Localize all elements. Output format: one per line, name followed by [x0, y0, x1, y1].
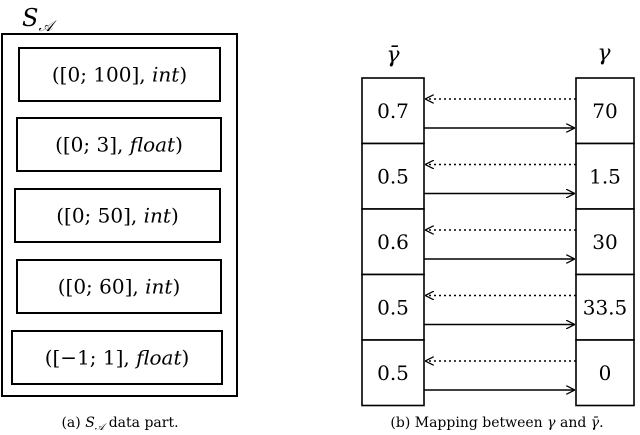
domain-close: ): [175, 133, 183, 157]
domain-close: ): [172, 275, 180, 299]
domain-type: int: [145, 275, 173, 299]
gamma-bar-cell: [361, 273, 425, 341]
domain-type: float: [128, 133, 176, 157]
gamma-value: 0: [599, 361, 612, 385]
gamma-cell: [575, 339, 635, 407]
domain-box: [18, 47, 221, 102]
caption-a-symbol: S: [85, 415, 95, 431]
search-space-panel: S𝒜 ([0; 100], int)([0; 3], float)([0; 50…: [1, 4, 238, 397]
gamma-header: γ: [597, 41, 611, 66]
gamma-bar-value: 0.5: [377, 164, 409, 188]
domain-range: ([−1; 1],: [45, 346, 136, 370]
domain-box: [16, 259, 222, 314]
gamma-column: 70 1.5 30 33.5 0: [575, 77, 635, 407]
panel-title: S𝒜: [22, 4, 57, 35]
domain-label: ([−1; 1], float): [45, 346, 190, 370]
gamma-value: 1.5: [589, 164, 621, 188]
domain-close: ): [179, 63, 187, 87]
domain-close: ): [181, 346, 189, 370]
domain-range: ([0; 3],: [55, 133, 130, 157]
caption-a-subscript: 𝒜: [95, 422, 108, 433]
domain-type: int: [144, 204, 172, 228]
gamma-bar-value: 0.6: [377, 230, 409, 254]
domain-label: ([0; 50], int): [56, 204, 179, 228]
gamma-value: 70: [592, 99, 617, 123]
gamma-cell: [575, 77, 635, 145]
domain-box: [16, 117, 222, 172]
caption-a-suffix: data part.: [104, 415, 178, 431]
gamma-bar-value: 0.5: [377, 361, 409, 385]
gamma-bar-value: 0.5: [377, 295, 409, 319]
caption-a-prefix: (a): [61, 415, 85, 431]
gamma-bar-value: 0.7: [377, 99, 409, 123]
gamma-bar-cell: [361, 339, 425, 407]
domain-range: ([0; 50],: [56, 204, 143, 228]
caption-b-mid: and: [556, 415, 591, 431]
domain-range: ([0; 100],: [52, 63, 152, 87]
domain-type: int: [152, 63, 180, 87]
caption-b: (b) Mapping between γ and γ̄.: [390, 415, 603, 431]
domain-list: ([0; 100], int)([0; 3], float)([0; 50], …: [11, 47, 223, 385]
gamma-bar-column: 0.7 0.5 0.6 0.5 0.5: [361, 77, 425, 407]
domain-box: [11, 330, 223, 385]
domain-close: ): [171, 204, 179, 228]
gamma-bar-cell: [361, 142, 425, 210]
domain-label: ([0; 60], int): [58, 275, 181, 299]
caption-b-suffix: .: [599, 415, 603, 431]
domain-label: ([0; 100], int): [52, 63, 187, 87]
domain-range: ([0; 60],: [58, 275, 145, 299]
mapping-panel: γ̄ γ 0.7 0.5 0.6 0.5 0.5 70 1.5 30 33.5 0: [361, 41, 635, 407]
caption-b-gamma: γ: [547, 415, 556, 431]
title-main: S: [22, 4, 38, 32]
caption-b-prefix: (b) Mapping between: [390, 415, 547, 431]
caption-b-gamma-bar: γ̄: [591, 415, 600, 431]
mapping-arrows: [424, 99, 576, 390]
gamma-bar-header: γ̄: [386, 43, 400, 68]
gamma-value: 33.5: [583, 295, 628, 319]
domain-type: float: [134, 346, 182, 370]
gamma-cell: [575, 208, 635, 276]
gamma-value: 30: [592, 230, 617, 254]
title-subscript: 𝒜: [38, 17, 57, 35]
domain-box: [14, 188, 221, 243]
caption-a: (a) S𝒜 data part.: [61, 415, 178, 433]
domain-label: ([0; 3], float): [55, 133, 183, 157]
